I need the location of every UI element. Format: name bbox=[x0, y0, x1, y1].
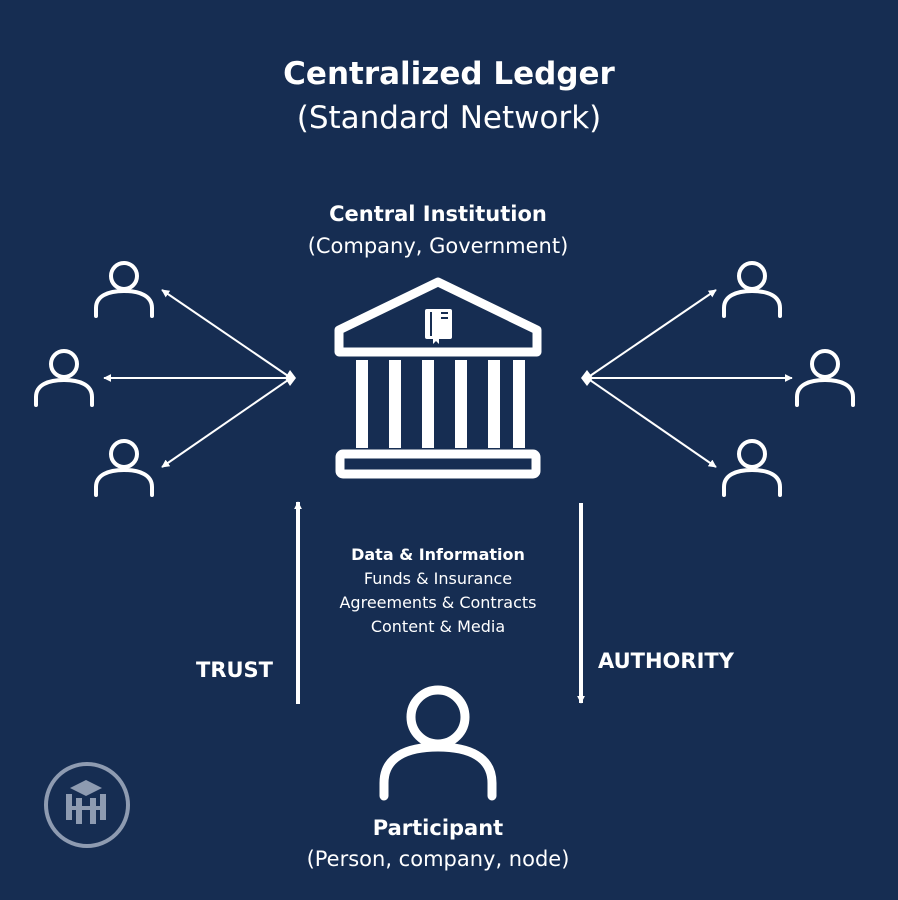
arrow-to-left-bottom bbox=[161, 377, 292, 468]
bank-building-icon bbox=[334, 277, 542, 479]
participant-person-icon bbox=[379, 685, 497, 801]
cube-logo-icon bbox=[44, 762, 130, 848]
person-icon-right-bottom bbox=[722, 439, 782, 497]
right-arrows bbox=[581, 289, 793, 468]
arrow-to-right-top bbox=[586, 289, 717, 379]
person-icon-left-middle bbox=[34, 349, 94, 407]
authority-label: AUTHORITY bbox=[598, 649, 734, 673]
diagram-subtitle: (Standard Network) bbox=[296, 100, 602, 136]
data-flow-item: Content & Media bbox=[370, 617, 506, 636]
person-icon-right-middle bbox=[795, 349, 855, 407]
person-icon-left-top bbox=[94, 261, 154, 318]
diagram-title: Centralized Ledger bbox=[283, 56, 615, 92]
data-flow-item: Agreements & Contracts bbox=[339, 593, 537, 612]
participant-description: (Person, company, node) bbox=[306, 847, 570, 871]
right-arrow-origin bbox=[581, 370, 593, 386]
data-flow-heading: Data & Information bbox=[351, 545, 525, 564]
data-flow-item: Funds & Insurance bbox=[363, 569, 513, 588]
ledger-book-icon bbox=[425, 309, 452, 344]
person-icon-left-bottom bbox=[94, 439, 154, 497]
left-arrows bbox=[103, 289, 296, 468]
trust-label: TRUST bbox=[196, 658, 273, 682]
institution-name: Central Institution bbox=[329, 202, 547, 226]
arrow-to-left-top bbox=[161, 289, 292, 379]
person-icon-right-top bbox=[722, 261, 782, 318]
left-arrow-origin bbox=[285, 370, 296, 386]
participant-name: Participant bbox=[372, 816, 504, 840]
data-flow-list: Data & Information Funds & Insurance Agr… bbox=[300, 543, 576, 639]
arrow-to-right-bottom bbox=[586, 377, 717, 468]
institution-description: (Company, Government) bbox=[307, 234, 569, 258]
